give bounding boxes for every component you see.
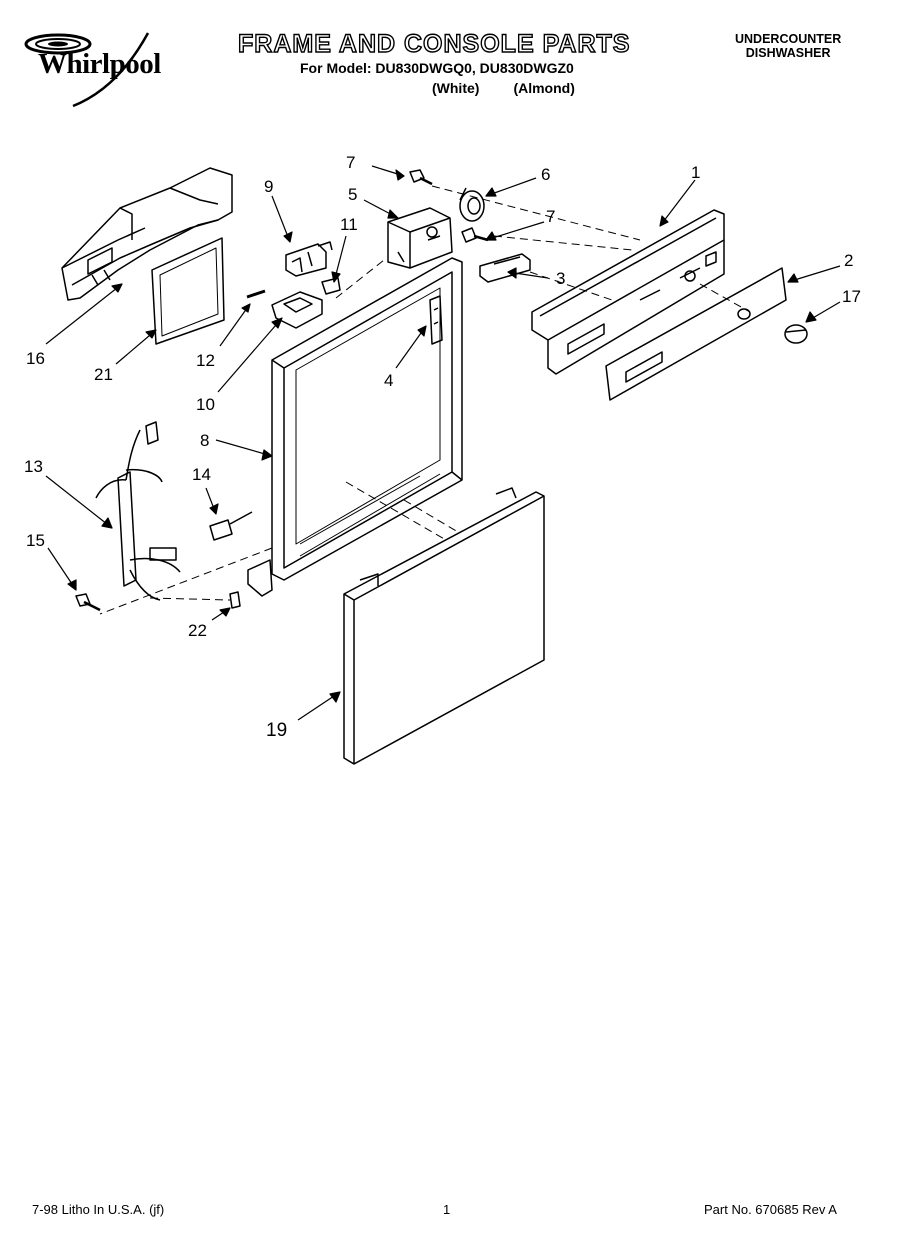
callout-10: 10: [196, 395, 215, 414]
part-12-pin: [246, 289, 266, 299]
callout-21: 21: [94, 365, 113, 384]
callout-9: 9: [264, 177, 273, 196]
part-10-bracket: [271, 291, 323, 329]
color-variants: (White) (Almond): [432, 80, 575, 96]
callout-22: 22: [188, 621, 207, 640]
assembly-lines: [99, 185, 751, 615]
callout-3: 3: [556, 269, 565, 288]
whirlpool-logo: [24, 32, 150, 108]
brand-wordmark: Whirlpool: [38, 48, 161, 80]
part-14-connector: [209, 511, 253, 541]
callout-15: 15: [26, 531, 45, 550]
callout-7-mid: 7: [546, 207, 555, 226]
callout-17: 17: [842, 287, 861, 306]
part-5-timer: [387, 207, 453, 269]
model-numbers: For Model: DU830DWGQ0, DU830DWGZ0: [300, 60, 574, 76]
part-21-panel-sheet: [151, 237, 225, 345]
part-1-console: [531, 209, 725, 375]
part-9-switch: [285, 241, 333, 277]
callout-7-top: 7: [346, 153, 355, 172]
product-type: UNDERCOUNTER DISHWASHER: [735, 32, 841, 60]
callout-4: 4: [384, 371, 393, 390]
callout-numbers: 7 6 1 9 5 7 11 2 3 17 16 21 12 4 10 8 13…: [24, 153, 861, 741]
part-15-screw: [75, 593, 101, 612]
callout-1: 1: [691, 163, 700, 182]
page-number: 1: [443, 1202, 451, 1217]
callout-11: 11: [340, 215, 358, 234]
callout-14: 14: [192, 465, 211, 484]
product-line-1: UNDERCOUNTER: [735, 32, 842, 46]
callout-8: 8: [200, 431, 209, 450]
part-3-bracket: [479, 253, 531, 283]
variant-almond: (Almond): [513, 80, 575, 96]
callout-19: 19: [266, 720, 287, 741]
callout-5: 5: [348, 185, 357, 204]
part-6-actuator: [459, 187, 485, 222]
part-19-door-panel: [343, 487, 545, 765]
part-13-wire-harness: [95, 421, 181, 601]
part-7-screw-top: [409, 169, 433, 186]
callout-13: 13: [24, 457, 43, 476]
callout-6: 6: [541, 165, 550, 184]
part-22-clip: [229, 591, 241, 609]
product-line-2: DISHWASHER: [745, 46, 831, 60]
page-title: FRAME AND CONSOLE PARTS: [237, 29, 631, 58]
part-number: Part No. 670685 Rev A: [704, 1202, 837, 1217]
part-17-knob: [784, 324, 808, 344]
part-7-screw-mid: [461, 227, 489, 243]
part-8-door-frame: [247, 257, 463, 597]
variant-white: (White): [432, 80, 480, 96]
part-4-latch: [429, 295, 443, 345]
callout-2: 2: [844, 251, 853, 270]
callout-12: 12: [196, 351, 215, 370]
part-11-connector: [321, 277, 341, 295]
part-16-control-housing: [61, 167, 233, 301]
callout-16: 16: [26, 349, 45, 368]
part-2-panel: [605, 267, 787, 401]
print-info: 7-98 Litho In U.S.A. (jf): [32, 1202, 165, 1217]
callout-leaders: [45, 165, 841, 721]
